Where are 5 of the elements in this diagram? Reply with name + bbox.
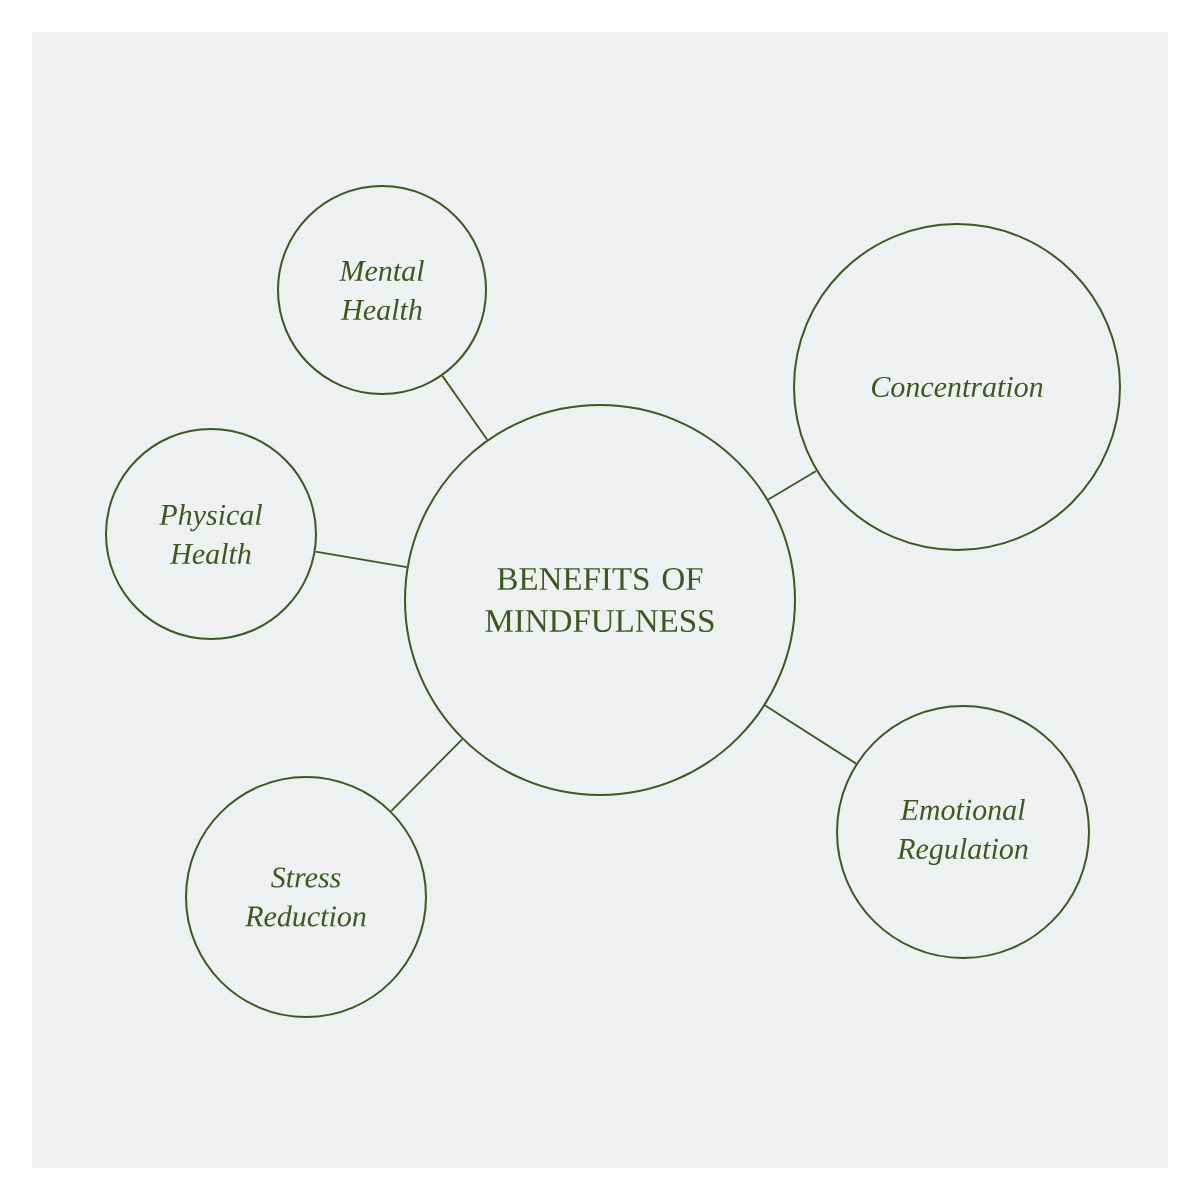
connector-line [441, 375, 489, 441]
connector-line [314, 550, 408, 569]
connector-line [390, 738, 463, 812]
connector-line [764, 704, 857, 765]
connector-line [767, 470, 818, 501]
